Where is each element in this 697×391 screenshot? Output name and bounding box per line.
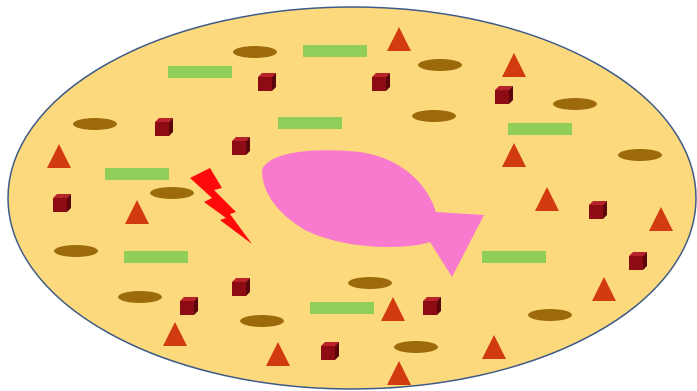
cube-front-face xyxy=(589,205,603,219)
cube-organelle xyxy=(155,118,173,136)
rod-organelle xyxy=(508,123,572,135)
ellipse-organelle xyxy=(240,315,284,327)
cube-organelle xyxy=(423,297,441,315)
cube-organelle xyxy=(321,342,339,360)
cube-front-face xyxy=(53,198,67,212)
cube-front-face xyxy=(258,77,272,91)
ellipse-organelle xyxy=(233,46,277,58)
cube-organelle xyxy=(232,278,250,296)
rod-organelle xyxy=(105,168,169,180)
ellipse-organelle xyxy=(150,187,194,199)
rod-organelle xyxy=(168,66,232,78)
rod-organelle xyxy=(124,251,188,263)
cube-front-face xyxy=(495,90,509,104)
cube-organelle xyxy=(232,137,250,155)
rod-organelle xyxy=(310,302,374,314)
cube-front-face xyxy=(180,301,194,315)
cube-front-face xyxy=(232,282,246,296)
cube-front-face xyxy=(321,346,335,360)
cube-front-face xyxy=(372,77,386,91)
cube-front-face xyxy=(423,301,437,315)
rod-organelle xyxy=(303,45,367,57)
cube-organelle xyxy=(495,86,513,104)
cube-front-face xyxy=(629,256,643,270)
ellipse-organelle xyxy=(418,59,462,71)
cube-organelle xyxy=(258,73,276,91)
ellipse-organelle xyxy=(118,291,162,303)
cube-organelle xyxy=(629,252,647,270)
ellipse-organelle xyxy=(54,245,98,257)
ellipse-organelle xyxy=(394,341,438,353)
ellipse-organelle xyxy=(528,309,572,321)
ellipse-organelle xyxy=(348,277,392,289)
cube-front-face xyxy=(232,141,246,155)
ellipse-organelle xyxy=(412,110,456,122)
cube-front-face xyxy=(155,122,169,136)
rod-organelle xyxy=(278,117,342,129)
cube-organelle xyxy=(53,194,71,212)
cube-organelle xyxy=(180,297,198,315)
rod-organelle xyxy=(482,251,546,263)
cube-organelle xyxy=(372,73,390,91)
ellipse-organelle xyxy=(618,149,662,161)
cube-organelle xyxy=(589,201,607,219)
ellipse-organelle xyxy=(553,98,597,110)
ellipse-organelle xyxy=(73,118,117,130)
